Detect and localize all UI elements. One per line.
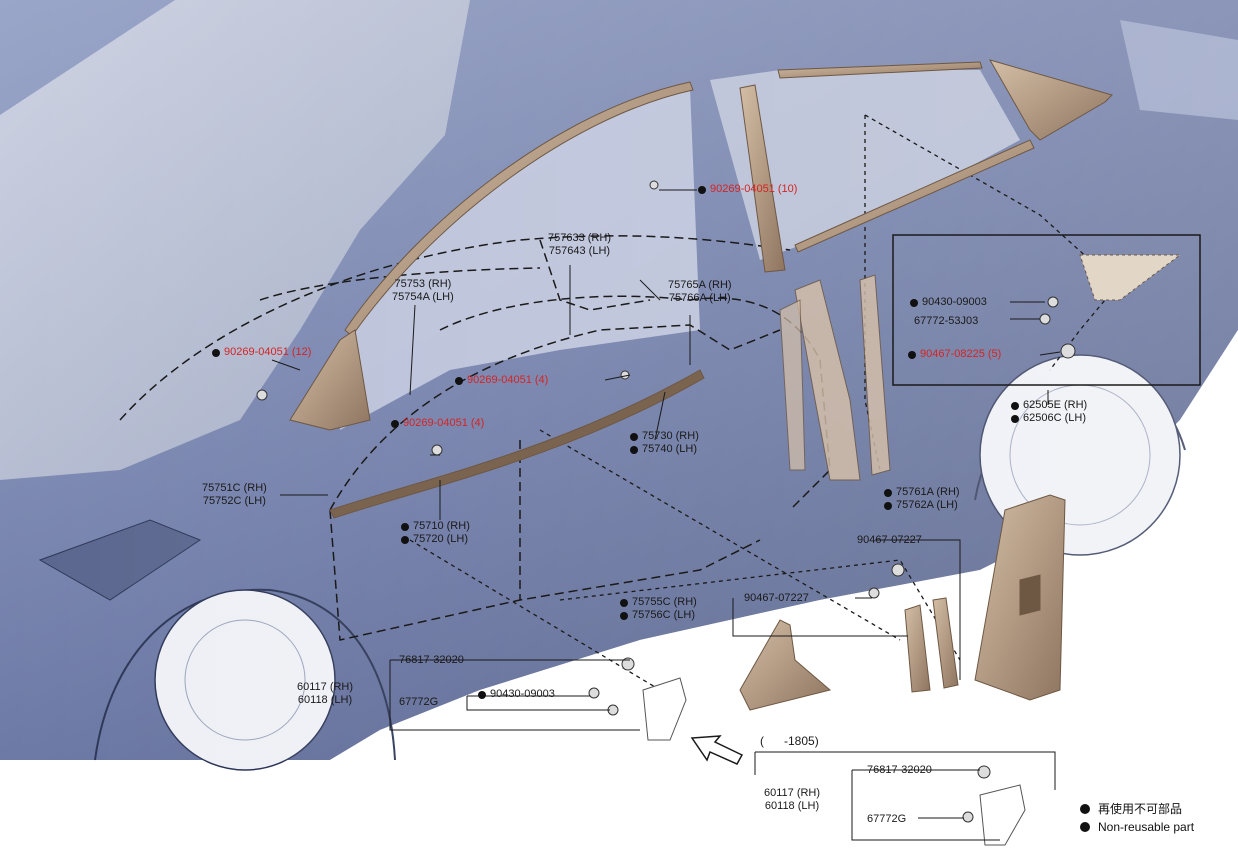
callout-60117-60118: 60117 (RH) 60118 (LH): [297, 681, 354, 706]
solid-leaders: [271, 189, 1061, 841]
callout-screw-90269-04051-4-upper: 90269-04051 (4): [455, 374, 548, 387]
non-reusable-dot-icon: [884, 501, 892, 510]
non-reusable-dot-icon: [620, 611, 628, 620]
callout-screw-90269-04051-10: 90269-04051 (10): [698, 183, 797, 196]
door-outlines: [119, 235, 831, 641]
front-pillar-garnish: [289, 329, 371, 431]
legend: 再使用不可部品 Non-reusable part: [1080, 800, 1194, 837]
non-reusable-dot-icon: [630, 432, 638, 441]
callout-clip-90430-09003: 90430-09003: [478, 688, 555, 701]
callout-67772g: 67772G: [399, 696, 439, 708]
non-reusable-dot-icon: [1080, 822, 1090, 832]
non-reusable-dot-icon: [1080, 803, 1090, 814]
non-reusable-dot-icon: [455, 376, 463, 385]
non-reusable-dot-icon: [908, 350, 916, 359]
callout-67772-53j03: 67772-53J03: [914, 315, 979, 327]
callout-62505e-62506c: 62505E (RH) 62506C (LH): [1011, 399, 1087, 425]
callout-75765a-75766a: 75765A (RH) 75766A (LH): [668, 279, 732, 304]
inset-title: ( -1805): [760, 734, 819, 748]
non-reusable-dot-icon: [884, 488, 892, 497]
center-pillar-garnish: [739, 84, 786, 273]
legend-row-en: Non-reusable part: [1080, 820, 1194, 834]
callout-75753-75754: 75753 (RH) 75754A (LH): [392, 278, 454, 303]
moulding-parts: [289, 59, 1113, 519]
callout-75730-75740: 75730 (RH) 75740 (LH): [630, 430, 699, 456]
non-reusable-dot-icon: [630, 445, 638, 454]
roof-drip-moulding: [344, 81, 694, 337]
rear-door-inner-strip: [779, 299, 806, 471]
callout-screw-90269-04051-12: 90269-04051 (12): [212, 346, 311, 359]
non-reusable-dot-icon: [620, 598, 628, 607]
rear-door-vertical-strip: [859, 274, 891, 476]
rear-upper-moulding: [777, 61, 983, 79]
callout-75751c-75752c: 75751C (RH) 75752C (LH): [202, 482, 267, 507]
mirror-seal-part: [642, 677, 1026, 846]
non-reusable-dot-icon: [910, 298, 918, 307]
callout-76817-32020: 76817-32020: [399, 654, 464, 666]
front-belt-moulding: [329, 369, 705, 519]
direction-arrow: [690, 735, 744, 765]
non-reusable-dot-icon: [1011, 414, 1019, 423]
callout-clip-90467-08225-5: 90467-08225 (5): [908, 348, 1001, 361]
callout-clip-90467-07227-lower: 90467-07227: [744, 592, 809, 604]
rear-door-frame-strip: [794, 279, 861, 481]
non-reusable-dot-icon: [391, 419, 399, 428]
legend-row-jp: 再使用不可部品: [1080, 800, 1194, 817]
callout-75710-75720: 75710 (RH) 75720 (LH): [401, 520, 470, 546]
rear-quarter-moulding: [988, 59, 1113, 141]
callout-75761a-75762a: 75761A (RH) 75762A (LH): [884, 486, 960, 512]
callout-75755c-75756c: 75755C (RH) 75756C (LH): [620, 596, 697, 622]
non-reusable-dot-icon: [698, 185, 706, 194]
non-reusable-dot-icon: [1011, 401, 1019, 410]
rear-belt-moulding: [794, 139, 1035, 253]
detail-box: [892, 234, 1201, 386]
detail-box-part: [1079, 254, 1182, 301]
non-reusable-dot-icon: [401, 522, 409, 531]
callout-75763-75764: 757633 (RH) 757643 (LH): [548, 232, 611, 257]
callout-screw-90269-04051-4-lower: 90269-04051 (4): [391, 417, 484, 430]
callout-clip-90467-07227-upper: 90467-07227: [857, 534, 922, 546]
non-reusable-dot-icon: [401, 535, 409, 544]
callout-clip-90430-09003-detail: 90430-09003: [910, 296, 987, 309]
inset-clip-76817-32020: 76817-32020: [867, 764, 932, 776]
inset-67772g: 67772G: [867, 813, 907, 825]
rear-pillar-garnish-assembly: [739, 494, 1066, 711]
non-reusable-dot-icon: [212, 348, 220, 357]
inset-60117-60118: 60117 (RH) 60118 (LH): [764, 787, 821, 812]
non-reusable-dot-icon: [478, 690, 486, 699]
